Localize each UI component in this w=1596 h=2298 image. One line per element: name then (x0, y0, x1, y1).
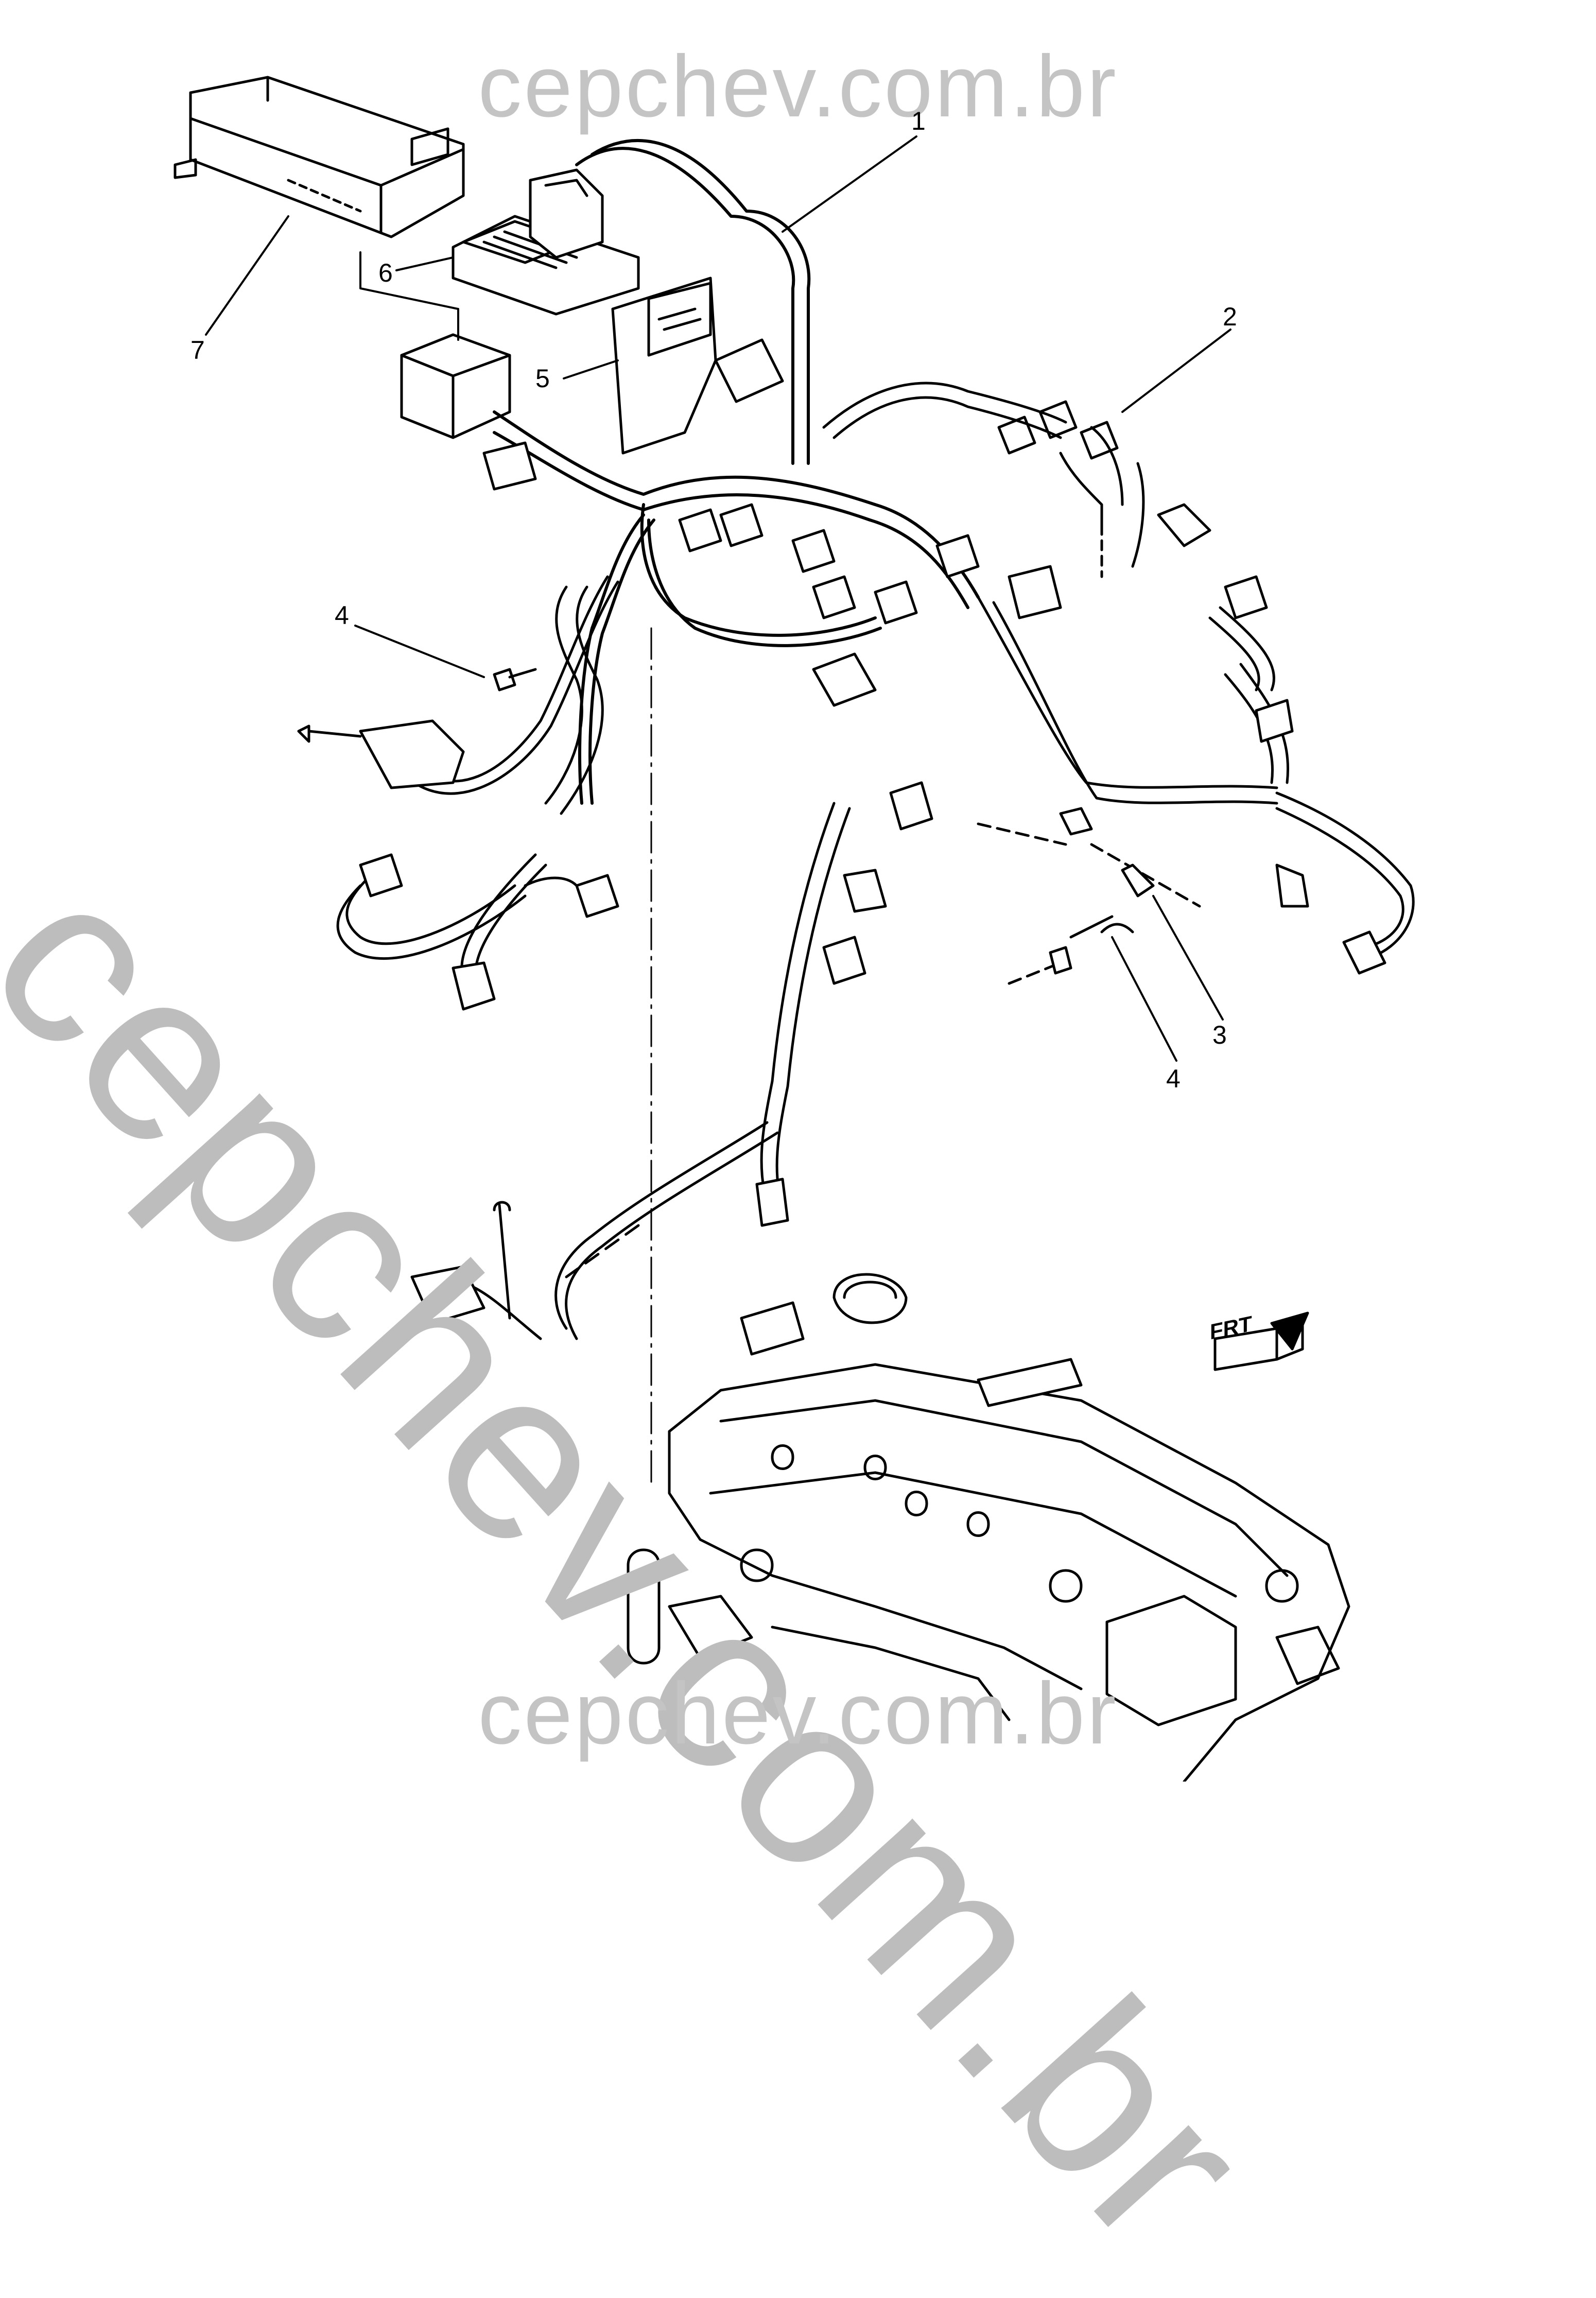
leader-4-right (1111, 936, 1177, 1062)
leader-2 (1121, 329, 1231, 413)
leader-5 (563, 359, 619, 379)
hardware-right (977, 807, 1201, 985)
callout-7: 7 (190, 336, 205, 365)
callout-4-right: 4 (1166, 1064, 1181, 1093)
callout-4-left: 4 (335, 601, 349, 630)
control-module-6 (452, 168, 640, 316)
leader-box (359, 251, 459, 341)
fuse-box-7 (174, 76, 465, 238)
forward-arrow-icon (1213, 1311, 1309, 1371)
harness-branch-right (977, 575, 1415, 975)
connector-cluster (482, 338, 1062, 985)
callout-leaders (205, 135, 1231, 1062)
callout-3: 3 (1212, 1021, 1227, 1049)
harness-branch-down (554, 802, 887, 1340)
harness-branch-lower-left (336, 853, 619, 960)
harness-branch-left (297, 575, 619, 1011)
callout-5: 5 (535, 364, 550, 393)
leader-7 (205, 215, 289, 336)
leader-6 (395, 256, 454, 271)
relay-block (400, 333, 511, 439)
leader-1 (782, 135, 917, 233)
sensor-lower-left (410, 1201, 542, 1340)
bracket-5 (611, 277, 717, 455)
callout-1: 1 (911, 107, 926, 135)
leader-3 (1152, 895, 1224, 1021)
main-harness (493, 139, 980, 805)
harness-branch-2 (822, 382, 1211, 578)
bolt-4-left (493, 668, 537, 692)
callout-6: 6 (378, 258, 393, 287)
engine-cam-cover (627, 1273, 1350, 1782)
leader-4-left (354, 625, 485, 678)
callout-2: 2 (1223, 302, 1237, 331)
wiring-harness-diagram (174, 76, 1415, 1782)
